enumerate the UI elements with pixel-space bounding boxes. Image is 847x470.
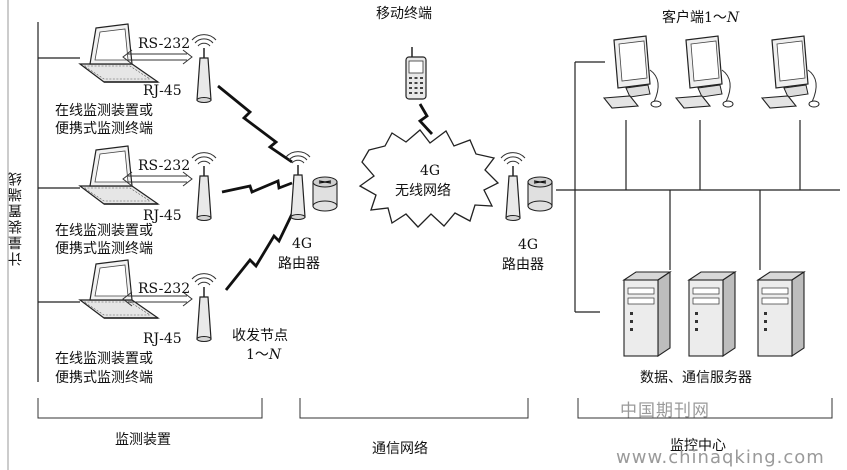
mobile-phone-icon [405, 46, 427, 100]
transceiver-label-line2: 1～N [246, 347, 282, 363]
device-label-line1: 在线监测装置或 [55, 103, 153, 119]
antenna-icon [191, 272, 217, 343]
rj45-label: RJ-45 [143, 208, 182, 224]
desktop-computer-icon [675, 35, 734, 109]
laptop-icon [79, 145, 159, 205]
rj45-label: RJ-45 [143, 331, 182, 347]
router-right-label-line1: 4G [518, 237, 539, 253]
rs232-label: RS-232 [138, 281, 191, 297]
laptop-icon [79, 23, 159, 83]
section-brackets [37, 398, 833, 419]
device-label-line1: 在线监测装置或 [55, 223, 153, 239]
clients-label: 客户端1～N [662, 10, 740, 26]
transceiver-label-line1: 收发节点 [232, 328, 288, 344]
server-tower-icon [757, 271, 805, 357]
device-label-line2: 便携式监测终端 [55, 370, 153, 386]
link-arrows [122, 49, 193, 307]
router-icon [312, 176, 338, 212]
servers-label: 数据、通信服务器 [640, 370, 752, 386]
antenna-icon [191, 151, 217, 222]
cloud-label-line1: 4G [420, 163, 441, 179]
device-label-line2: 便携式监测终端 [55, 241, 153, 257]
section-label-network: 通信网络 [372, 441, 428, 457]
server-tower-icon [623, 271, 671, 357]
antenna-icon [191, 33, 217, 104]
section-label-control-center: 监控中心 [670, 438, 726, 454]
lightning-link-icon [217, 84, 434, 291]
left-bus-label: 计量装置端线 [8, 170, 24, 266]
device-label-line2: 便携式监测终端 [55, 121, 153, 137]
cloud-label-line2: 无线网络 [395, 183, 451, 199]
router-left-label-line2: 路由器 [278, 256, 320, 272]
watermark-url: www.chinaqking.com [616, 447, 825, 468]
router-icon [527, 176, 553, 212]
server-tower-icon [688, 271, 736, 357]
rj45-label: RJ-45 [143, 83, 182, 99]
mobile-terminal-label: 移动终端 [376, 6, 432, 22]
antenna-icon [500, 151, 526, 222]
desktop-computer-icon [761, 35, 820, 109]
device-label-line1: 在线监测装置或 [55, 351, 153, 367]
cloud-icon [358, 129, 500, 228]
router-left-label-line1: 4G [292, 236, 313, 252]
router-right-label-line2: 路由器 [502, 257, 544, 273]
watermark-cn: 中国期刊网 [620, 401, 710, 421]
rs232-label: RS-232 [138, 158, 191, 174]
section-label-monitoring: 监测装置 [115, 432, 171, 448]
rs232-label: RS-232 [138, 36, 191, 52]
desktop-computer-icon [603, 35, 662, 109]
monitor-center-network [556, 61, 840, 313]
